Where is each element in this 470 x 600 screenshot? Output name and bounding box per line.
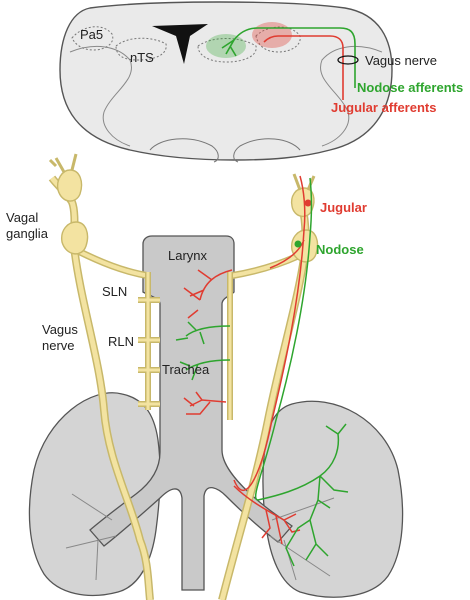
sln-label: SLN: [102, 284, 127, 299]
jugular-label: Jugular: [320, 200, 367, 215]
nodose-label: Nodose: [316, 242, 364, 257]
vagus-nerve-label-line2: nerve: [42, 338, 75, 353]
left-vagal-ganglion-lower: [62, 222, 88, 254]
nodose-afferents-label: Nodose afferents: [357, 80, 463, 95]
left-ganglia-roots: [50, 154, 76, 172]
trachea-label: Trachea: [162, 362, 210, 377]
nts-label: nTS: [130, 50, 154, 65]
vagal-ganglia-label-line2: ganglia: [6, 226, 49, 241]
vagus-nerve-label-top: Vagus nerve: [365, 53, 437, 68]
rln-label: RLN: [108, 334, 134, 349]
jugular-afferents-label: Jugular afferents: [331, 100, 436, 115]
pa5-label: Pa5: [80, 27, 103, 42]
brainstem-section: Pa5 nTS Vagus nerve Nodose afferents Jug…: [60, 2, 463, 162]
nodose-ganglion-dot: [295, 241, 302, 248]
left-vagal-ganglion-upper: [58, 170, 82, 201]
vagal-ganglia-label-line1: Vagal: [6, 210, 38, 225]
vagus-nerve-label-line1: Vagus: [42, 322, 78, 337]
jugular-termination-zone: [252, 22, 292, 48]
larynx-label: Larynx: [168, 248, 208, 263]
jugular-ganglion-dot: [305, 200, 312, 207]
